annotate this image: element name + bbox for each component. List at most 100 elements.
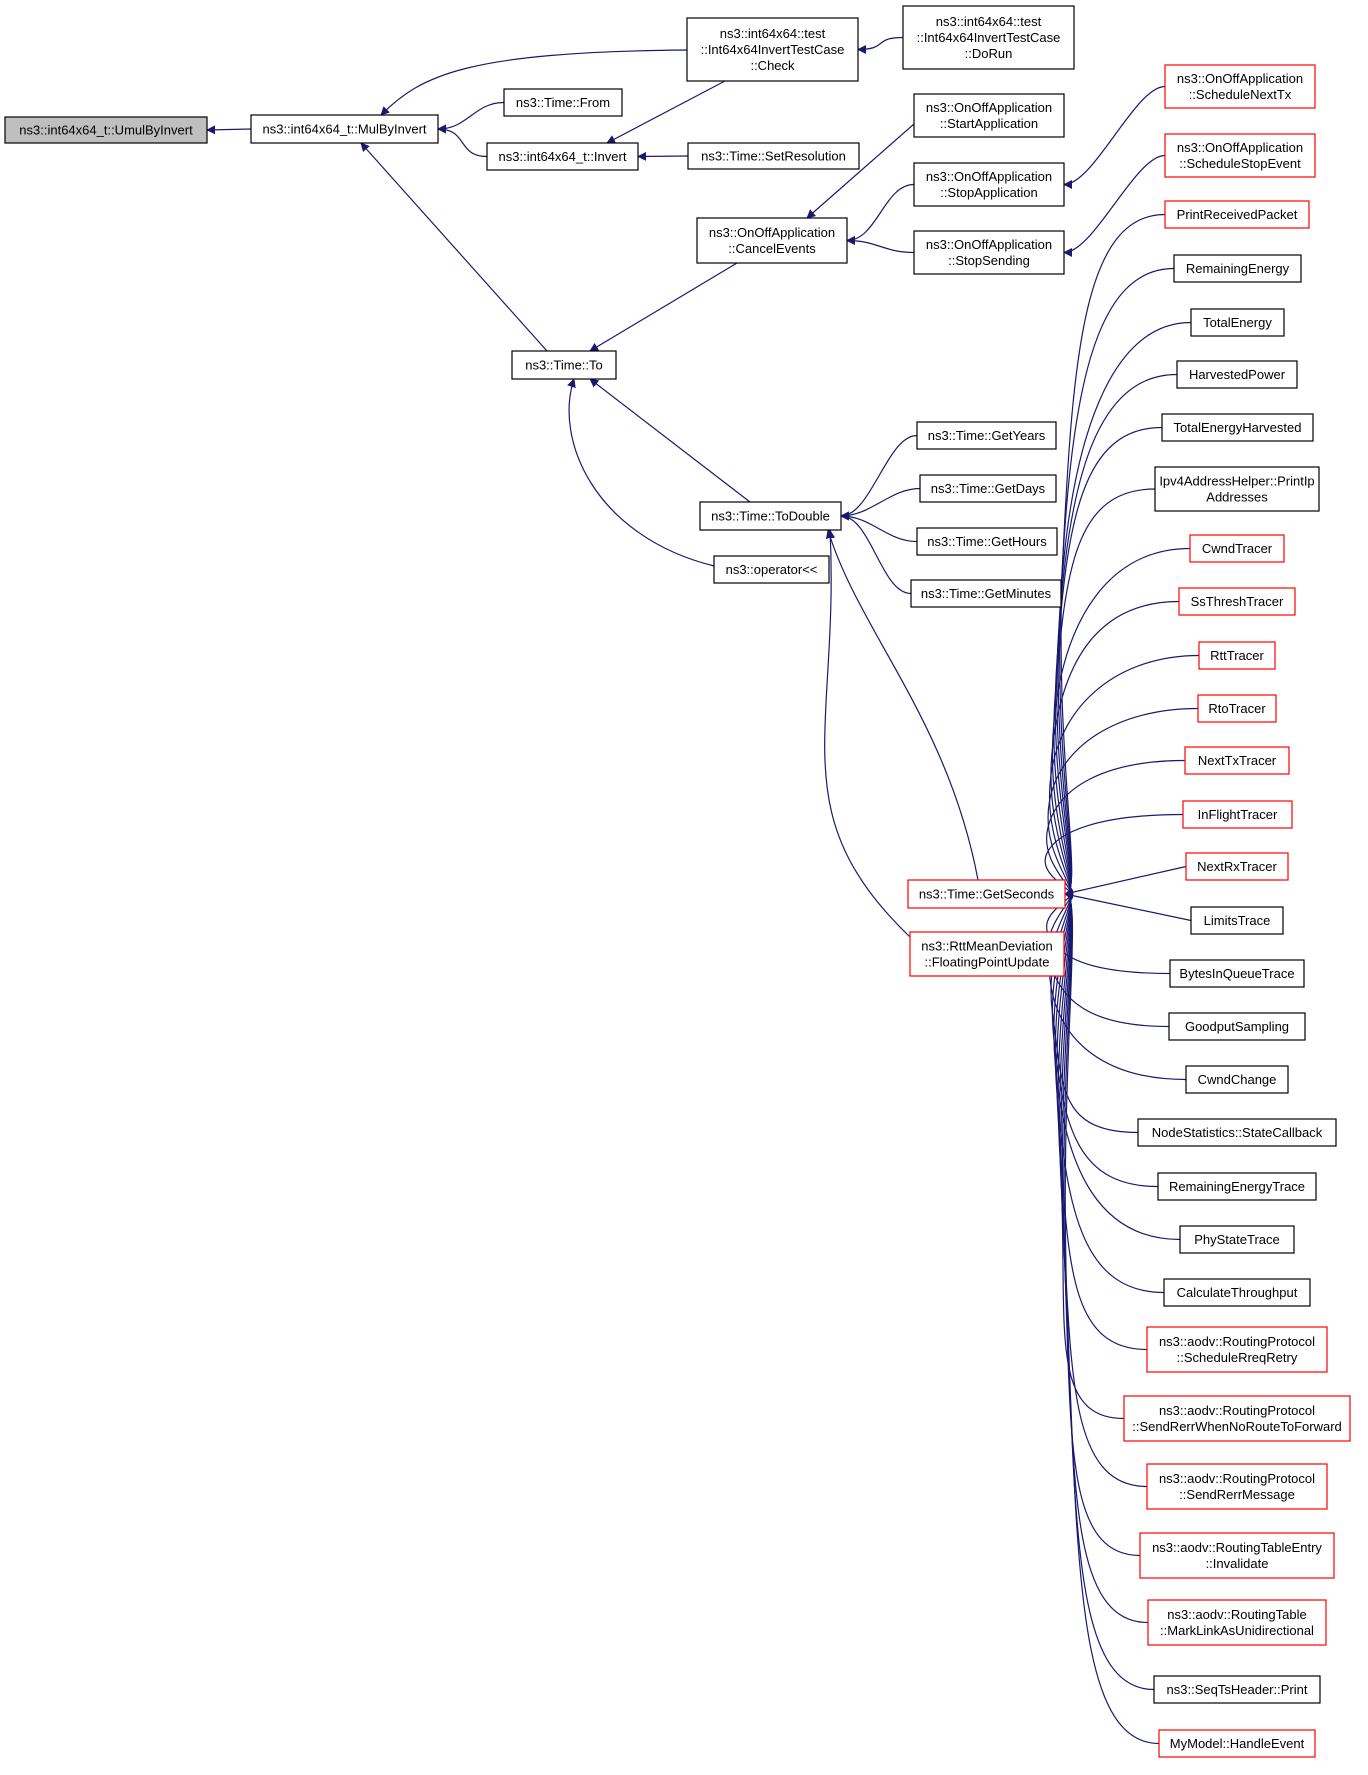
- node-label-line: ns3::Time::GetMinutes: [921, 586, 1052, 601]
- node-l11[interactable]: InFlightTracer: [1182, 800, 1293, 829]
- node-label-line: ns3::OnOffApplication: [926, 237, 1052, 252]
- node-l20[interactable]: CalculateThroughput: [1163, 1278, 1311, 1307]
- node-label-line: ns3::aodv::RoutingTable: [1167, 1607, 1306, 1622]
- node-label-line: ns3::OnOffApplication: [1177, 140, 1303, 155]
- node-box: [910, 579, 1062, 608]
- node-root[interactable]: ns3::int64x64_t::UmulByInvert: [4, 116, 208, 144]
- node-getminutes[interactable]: ns3::Time::GetMinutes: [910, 579, 1062, 608]
- edge-from-to-mulbyinvert: [437, 101, 505, 134]
- node-l0[interactable]: PrintReceivedPacket: [1164, 200, 1310, 229]
- node-l3[interactable]: HarvestedPower: [1176, 360, 1298, 389]
- node-label-line: Ipv4AddressHelper::PrintIp: [1159, 474, 1314, 489]
- node-l6[interactable]: CwndTracer: [1189, 534, 1285, 563]
- node-box: [902, 5, 1075, 70]
- node-label-line: ::ScheduleNextTx: [1189, 87, 1292, 102]
- node-l17[interactable]: NodeStatistics::StateCallback: [1137, 1118, 1337, 1147]
- node-invert[interactable]: ns3::int64x64_t::Invert: [486, 142, 639, 171]
- node-label-line: BytesInQueueTrace: [1179, 966, 1294, 981]
- node-stopsending[interactable]: ns3::OnOffApplication::StopSending: [913, 230, 1065, 275]
- node-mulbyinvert[interactable]: ns3::int64x64_t::MulByInvert: [250, 114, 439, 144]
- node-label-line: NodeStatistics::StateCallback: [1152, 1125, 1323, 1140]
- node-l14[interactable]: BytesInQueueTrace: [1169, 959, 1305, 988]
- node-setres[interactable]: ns3::Time::SetResolution: [687, 142, 860, 170]
- node-box: [1153, 1675, 1321, 1704]
- edge-getyears-to-todouble: [840, 434, 918, 521]
- node-l10[interactable]: NextTxTracer: [1184, 746, 1290, 775]
- node-label-line: ns3::aodv::RoutingTableEntry: [1152, 1540, 1322, 1555]
- node-schedstop[interactable]: ns3::OnOffApplication::ScheduleStopEvent: [1164, 133, 1316, 178]
- node-label-line: ::Int64x64InvertTestCase: [917, 30, 1061, 45]
- node-label-line: ns3::int64x64::test: [936, 14, 1042, 29]
- node-gethours[interactable]: ns3::Time::GetHours: [916, 527, 1058, 556]
- node-box: [1198, 641, 1276, 670]
- node-cancelevents[interactable]: ns3::OnOffApplication::CancelEvents: [696, 217, 848, 264]
- node-l4[interactable]: TotalEnergyHarvested: [1161, 413, 1314, 442]
- node-box: [1190, 308, 1285, 337]
- node-getdays[interactable]: ns3::Time::GetDays: [919, 474, 1057, 503]
- node-rttmean[interactable]: ns3::RttMeanDeviation::FloatingPointUpda…: [909, 931, 1065, 977]
- node-box: [916, 527, 1058, 556]
- node-label-line: ns3::operator<<: [726, 562, 818, 577]
- node-l9[interactable]: RtoTracer: [1197, 694, 1277, 723]
- node-l12[interactable]: NextRxTracer: [1185, 852, 1289, 881]
- node-label-line: ::StopSending: [948, 253, 1030, 268]
- node-label-line: ns3::Time::To: [525, 358, 603, 373]
- node-label-line: ::Int64x64InvertTestCase: [701, 42, 845, 57]
- node-label-line: InFlightTracer: [1198, 807, 1278, 822]
- node-l18[interactable]: RemainingEnergyTrace: [1157, 1172, 1317, 1201]
- node-box: [1173, 254, 1302, 283]
- node-l22[interactable]: ns3::aodv::RoutingProtocol::SendRerrWhen…: [1123, 1395, 1351, 1442]
- node-box: [713, 555, 830, 584]
- node-l15[interactable]: GoodputSampling: [1168, 1012, 1306, 1041]
- node-stopapp[interactable]: ns3::OnOffApplication::StopApplication: [913, 162, 1065, 207]
- node-l2[interactable]: TotalEnergy: [1190, 308, 1285, 337]
- node-getseconds[interactable]: ns3::Time::GetSeconds: [907, 879, 1066, 909]
- node-label-line: Addresses: [1206, 490, 1268, 505]
- node-todouble[interactable]: ns3::Time::ToDouble: [699, 501, 842, 531]
- node-schednexttx[interactable]: ns3::OnOffApplication::ScheduleNextTx: [1164, 64, 1316, 109]
- edge-check-to-invert: [606, 80, 726, 144]
- node-label-line: ns3::Time::SetResolution: [701, 149, 846, 164]
- node-box: [1139, 1532, 1335, 1579]
- node-label-line: ::DoRun: [965, 46, 1013, 61]
- node-l7[interactable]: SsThreshTracer: [1178, 587, 1296, 616]
- node-box: [1163, 1278, 1311, 1307]
- node-l23[interactable]: ns3::aodv::RoutingProtocol::SendRerrMess…: [1146, 1463, 1328, 1510]
- node-label-line: ns3::Time::GetDays: [931, 481, 1046, 496]
- node-l26[interactable]: ns3::SeqTsHeader::Print: [1153, 1675, 1321, 1704]
- node-box: [1182, 800, 1293, 829]
- edge-l0-to-getseconds: [1060, 213, 1166, 899]
- node-label-line: HarvestedPower: [1189, 367, 1286, 382]
- node-box: [1178, 587, 1296, 616]
- node-label-line: PrintReceivedPacket: [1177, 207, 1298, 222]
- node-l25[interactable]: ns3::aodv::RoutingTable::MarkLinkAsUnidi…: [1147, 1599, 1327, 1646]
- node-box: [1176, 360, 1298, 389]
- node-label-line: CwndChange: [1198, 1072, 1277, 1087]
- edge-l4-to-getseconds: [1054, 426, 1163, 899]
- node-box: [486, 142, 639, 171]
- node-l13[interactable]: LimitsTrace: [1190, 906, 1284, 935]
- node-box: [1169, 959, 1305, 988]
- edge-getminutes-to-todouble: [840, 511, 912, 595]
- node-dorun[interactable]: ns3::int64x64::test::Int64x64InvertTestC…: [902, 5, 1075, 70]
- node-l8[interactable]: RttTracer: [1198, 641, 1276, 670]
- node-l19[interactable]: PhyStateTrace: [1179, 1225, 1295, 1254]
- node-opout[interactable]: ns3::operator<<: [713, 555, 830, 584]
- node-l21[interactable]: ns3::aodv::RoutingProtocol::ScheduleRreq…: [1146, 1326, 1328, 1373]
- node-l1[interactable]: RemainingEnergy: [1173, 254, 1302, 283]
- node-check[interactable]: ns3::int64x64::test::Int64x64InvertTestC…: [686, 17, 859, 82]
- node-label-line: ns3::Time::From: [516, 95, 610, 110]
- node-label-line: ::StartApplication: [940, 116, 1038, 131]
- node-l24[interactable]: ns3::aodv::RoutingTableEntry::Invalidate: [1139, 1532, 1335, 1579]
- node-label-line: RtoTracer: [1208, 701, 1266, 716]
- node-label-line: ns3::Time::GetHours: [927, 534, 1047, 549]
- node-startapp[interactable]: ns3::OnOffApplication::StartApplication: [913, 93, 1065, 138]
- node-from[interactable]: ns3::Time::From: [503, 88, 623, 117]
- node-to[interactable]: ns3::Time::To: [511, 350, 617, 380]
- node-l27[interactable]: MyModel::HandleEvent: [1158, 1729, 1316, 1758]
- edge-opout-to-to: [567, 378, 715, 567]
- edge-mulbyinvert-to-root: [206, 125, 252, 135]
- node-getyears[interactable]: ns3::Time::GetYears: [916, 421, 1057, 450]
- node-l16[interactable]: CwndChange: [1185, 1065, 1289, 1094]
